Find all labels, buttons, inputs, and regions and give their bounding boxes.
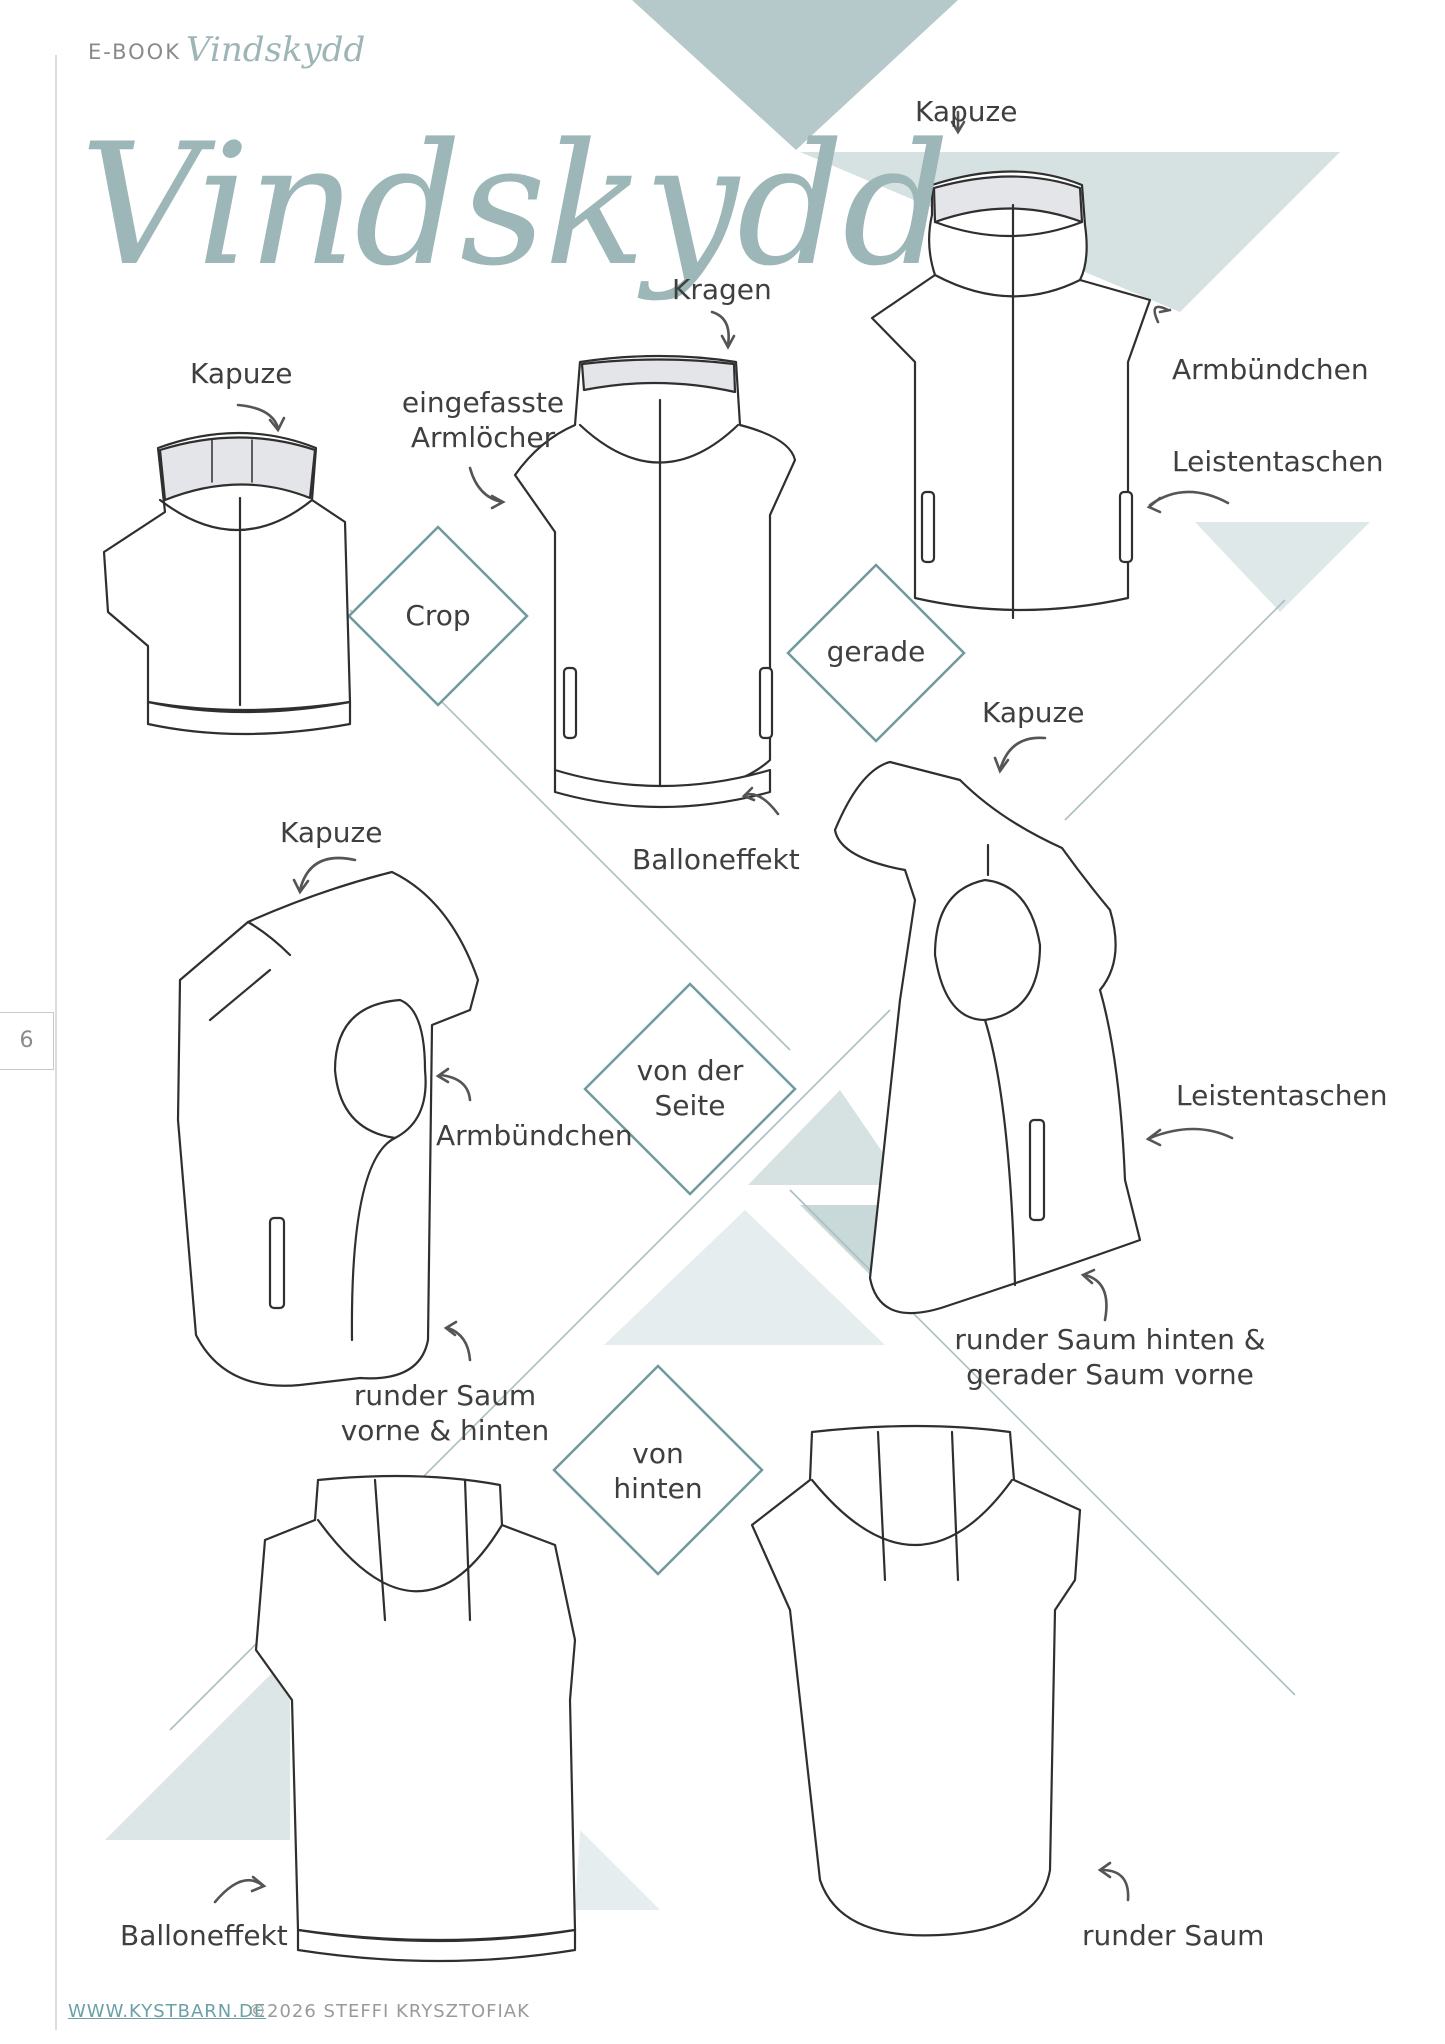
diamond-gerade — [786, 563, 966, 743]
label-runder-saum-vorne-hinten: runder Saum vorne & hinten — [330, 1378, 560, 1448]
label-balloneffekt-front: Balloneffekt — [632, 843, 800, 876]
view-side-label: von der Seite — [610, 1053, 770, 1123]
view-side-line2: Seite — [654, 1089, 726, 1122]
triangle-mid-right — [1195, 522, 1370, 612]
view-side-line1: von der — [636, 1054, 744, 1087]
label-eingefasste-armloecher: eingefasste Armlöcher — [388, 385, 578, 455]
label-kapuze-gerade: Kapuze — [915, 95, 1018, 128]
triangle-bottom-left — [105, 1655, 290, 1840]
label-eingefasste-line1: eingefasste — [401, 386, 565, 419]
view-back-label: von hinten — [588, 1436, 728, 1506]
footer-website-link[interactable]: WWW.KYSTBARN.DE — [68, 2001, 267, 2022]
label-kapuze-side-left: Kapuze — [280, 816, 383, 849]
diamond-back — [552, 1364, 764, 1576]
garment-back-right — [750, 1424, 1082, 1937]
triangle-center-light — [604, 1210, 885, 1345]
label-armbuendchen-gerade: Armbündchen — [1172, 353, 1369, 386]
label-kapuze-side-right: Kapuze — [982, 696, 1085, 729]
label-runder-saum-hinten-line1: runder Saum hinten & — [954, 1323, 1266, 1356]
label-runder-saum-back: runder Saum — [1082, 1919, 1265, 1952]
diamond-crop — [347, 525, 529, 707]
view-back-line1: von — [632, 1437, 684, 1470]
garment-side-right — [833, 760, 1142, 1315]
label-runder-saum-hinten-line2: gerader Saum vorne — [966, 1358, 1254, 1391]
garment-back-left — [254, 1474, 577, 1963]
label-runder-saum-hinten: runder Saum hinten & gerader Saum vorne — [940, 1322, 1280, 1392]
garment-gerade-front — [870, 170, 1152, 620]
label-kapuze-crop: Kapuze — [190, 357, 293, 390]
garment-kragen-front — [513, 354, 797, 809]
garment-side-left — [176, 870, 480, 1387]
label-armbuendchen-side: Armbündchen — [436, 1119, 633, 1152]
label-balloneffekt-back: Balloneffekt — [120, 1919, 288, 1952]
label-leistentaschen-side: Leistentaschen — [1176, 1079, 1388, 1112]
triangle-bottom-center — [575, 1830, 660, 1910]
page-number: 6 — [0, 1012, 54, 1070]
triangle-center-small — [748, 1090, 905, 1185]
label-runder-saum-vh-line2: vorne & hinten — [340, 1414, 550, 1447]
footer-copyright: ©2026 STEFFI KRYSZTOFIAK — [248, 2001, 530, 2022]
label-runder-saum-vh-line1: runder Saum — [353, 1379, 537, 1412]
diamond-side — [583, 982, 797, 1196]
label-eingefasste-line2: Armlöcher — [410, 421, 556, 454]
annotation-arrows — [213, 110, 1234, 1904]
view-crop-label: Crop — [405, 599, 471, 632]
page-title: Vindskydd — [80, 107, 950, 303]
ebook-script-title: Vindskydd — [186, 30, 366, 70]
view-gerade-label: gerade — [826, 635, 926, 668]
label-kragen: Kragen — [672, 273, 772, 306]
label-leistentaschen-gerade: Leistentaschen — [1172, 445, 1384, 478]
ebook-label: E-BOOK — [88, 40, 181, 64]
garment-crop-front — [102, 431, 352, 736]
triangle-top — [632, 0, 958, 150]
view-back-line2: hinten — [613, 1472, 703, 1505]
